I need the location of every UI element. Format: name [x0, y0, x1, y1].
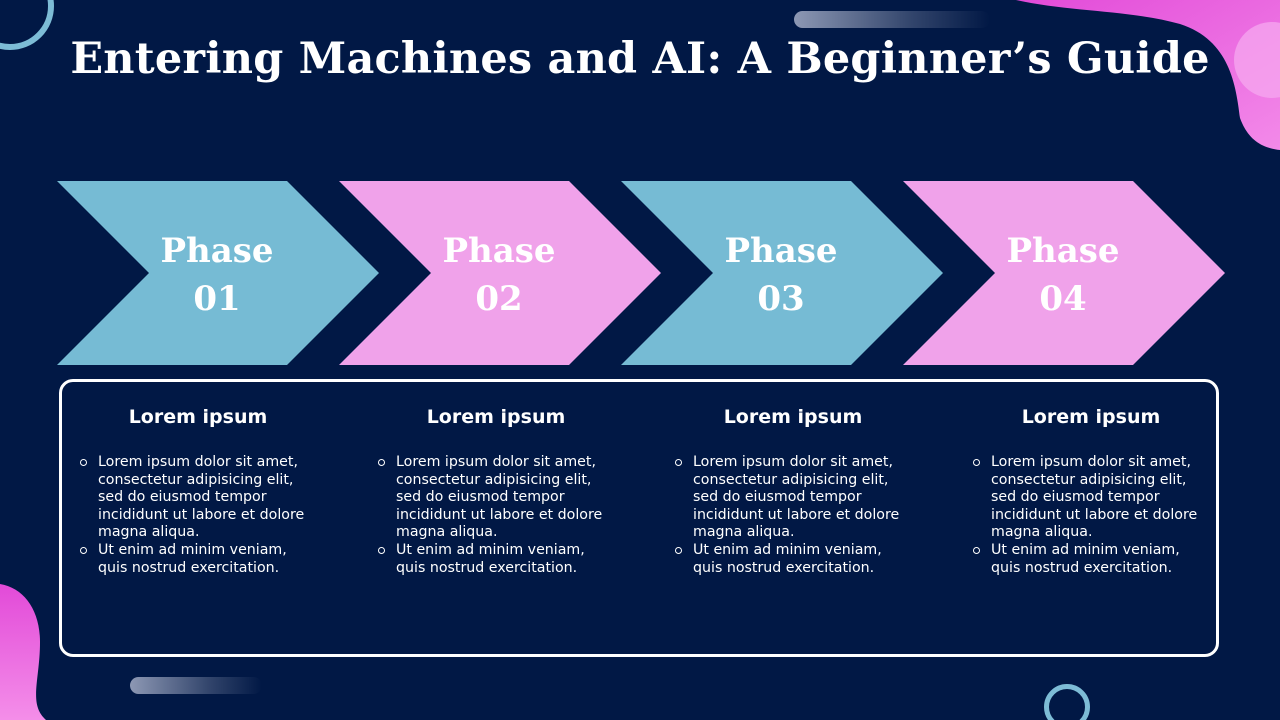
column-heading: Lorem ipsum — [426, 406, 566, 428]
content-column-4: Lorem ipsum Lorem ipsum dolor sit amet, … — [971, 406, 1211, 577]
ring-decoration-bottom — [1044, 684, 1090, 720]
circle-bullet-icon — [80, 546, 87, 554]
content-column-2: Lorem ipsum Lorem ipsum dolor sit amet, … — [376, 406, 616, 577]
bullet-item: Ut enim ad minim veniam, quis nostrud ex… — [376, 542, 616, 577]
bullet-item: Lorem ipsum dolor sit amet, consectetur … — [673, 454, 913, 542]
bullet-list: Lorem ipsum dolor sit amet, consectetur … — [971, 454, 1211, 577]
bar-decoration-top — [794, 11, 990, 28]
circle-bullet-icon — [80, 459, 87, 466]
bullet-item: Ut enim ad minim veniam, quis nostrud ex… — [673, 542, 913, 577]
bullet-item: Ut enim ad minim veniam, quis nostrud ex… — [971, 542, 1211, 577]
circle-bullet-icon — [675, 459, 682, 466]
circle-bullet-icon — [378, 546, 385, 554]
content-column-1: Lorem ipsum Lorem ipsum dolor sit amet, … — [78, 406, 318, 577]
content-panel: Lorem ipsum Lorem ipsum dolor sit amet, … — [59, 379, 1219, 657]
circle-bullet-icon — [973, 459, 980, 466]
slide-title: Entering Machines and AI: A Beginner’s G… — [70, 34, 1210, 84]
circle-bullet-icon — [973, 546, 980, 554]
content-column-3: Lorem ipsum Lorem ipsum dolor sit amet, … — [673, 406, 913, 577]
bullet-item: Ut enim ad minim veniam, quis nostrud ex… — [78, 542, 318, 577]
column-heading: Lorem ipsum — [723, 406, 863, 428]
bar-decoration-bottom — [130, 677, 262, 694]
bullet-item: Lorem ipsum dolor sit amet, consectetur … — [376, 454, 616, 542]
bullet-item: Lorem ipsum dolor sit amet, consectetur … — [971, 454, 1211, 542]
blob-bottom-left — [0, 584, 46, 720]
bullet-list: Lorem ipsum dolor sit amet, consectetur … — [78, 454, 318, 577]
circle-bullet-icon — [378, 459, 385, 466]
bullet-list: Lorem ipsum dolor sit amet, consectetur … — [673, 454, 913, 577]
blob-top-right — [1016, 0, 1280, 150]
circle-bullet-icon — [675, 546, 682, 554]
bullet-item: Lorem ipsum dolor sit amet, consectetur … — [78, 454, 318, 542]
column-heading: Lorem ipsum — [128, 406, 268, 428]
bullet-list: Lorem ipsum dolor sit amet, consectetur … — [376, 454, 616, 577]
column-heading: Lorem ipsum — [1021, 406, 1161, 428]
bubble-top-right — [1234, 22, 1280, 98]
